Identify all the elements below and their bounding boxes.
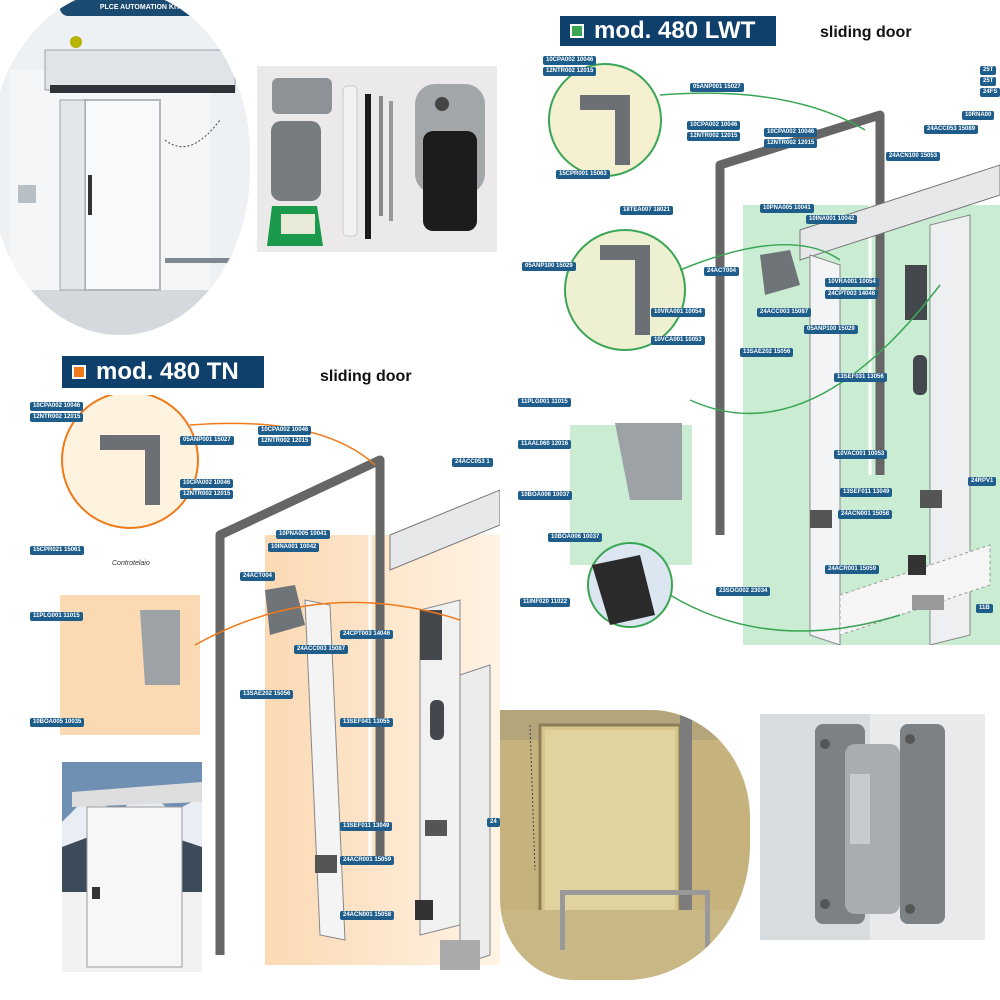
lwt-tag: 10VRA001 10054 — [825, 278, 879, 287]
tn-tag: 24ACC003 15087 — [294, 645, 349, 654]
tn-tag: 10BOA005 10035 — [30, 718, 85, 727]
lwt-tag: 13SEF011 13049 — [840, 488, 893, 497]
tn-tag: 13SEF011 13049 — [340, 822, 393, 831]
tn-subtitle: sliding door — [320, 368, 412, 385]
tn-tag: 13SEF041 13055 — [340, 718, 393, 727]
tn-tag: 10CPA002 10046 — [30, 402, 84, 411]
lwt-tag: 23SOG002 23034 — [716, 587, 771, 596]
lwt-tag: 24ACT004 — [704, 267, 740, 276]
tn-tag: 12NTR002 12015 — [30, 413, 84, 422]
tn-tag: 24ACR001 15059 — [340, 856, 395, 865]
interior-door-photo — [500, 710, 750, 980]
controtelaio-label: Controtelaio — [112, 560, 150, 567]
tn-diagram-svg — [60, 391, 501, 970]
lwt-tag: 05ANP100 15029 — [804, 325, 858, 334]
tn-tag: 11PLG001 11015 — [30, 612, 83, 621]
lwt-tag: 13SEF031 13056 — [834, 373, 887, 382]
sliding-door-photo-circle: PLCE AUTOMATION KIT — [0, 0, 250, 335]
tn-title-text: mod. 480 TN — [96, 358, 239, 385]
lwt-tag: 18TEA007 18021 — [620, 206, 674, 215]
lwt-subtitle: sliding door — [820, 24, 912, 41]
tn-tag: 15CPR021 15061 — [30, 546, 84, 555]
lwt-tag: 24ACN100 15053 — [886, 152, 941, 161]
lwt-tag: 10VRA001 10054 — [651, 308, 705, 317]
lwt-tag: 13SAE202 15056 — [740, 348, 794, 357]
lwt-tag: 12NTR002 12015 — [764, 139, 818, 148]
tn-tag: 24 — [487, 818, 500, 827]
tn-diagram — [20, 391, 501, 975]
lwt-tag: 24CPT003 14046 — [825, 290, 879, 299]
automation-kit-banner: PLCE AUTOMATION KIT — [60, 0, 220, 16]
tn-tag: 12NTR002 12015 — [180, 490, 234, 499]
lwt-tag: 15CPR001 15063 — [556, 170, 610, 179]
tn-tag: 24ACT004 — [240, 572, 276, 581]
lwt-tag: 10CPA002 10046 — [543, 56, 597, 65]
lwt-tag: 25T — [980, 66, 997, 75]
tn-color-square — [72, 365, 86, 379]
lwt-tag: 10PNA005 10041 — [760, 204, 814, 213]
lwt-tag: 10INA001 10042 — [806, 215, 858, 224]
hinge-photo — [760, 714, 985, 940]
tn-tag: 12NTR002 12015 — [258, 437, 312, 446]
lwt-tag: 24ACC053 15089 — [924, 125, 979, 134]
tn-tag: 05ANP001 15027 — [180, 436, 234, 445]
tn-tag: 10CPA002 10046 — [180, 479, 234, 488]
lwt-tag: 25T — [980, 77, 997, 86]
tn-tag: 10PNA005 10041 — [276, 530, 330, 539]
tn-tag: 24CPT003 14046 — [340, 630, 394, 639]
lwt-tag: 10BOA006 10037 — [548, 533, 603, 542]
tn-tag: 24ACN001 15058 — [340, 911, 395, 920]
lwt-title-text: mod. 480 LWT — [594, 17, 756, 44]
tn-tag: 10CPA002 10046 — [258, 426, 312, 435]
lwt-tag: 10CPA002 10046 — [764, 128, 818, 137]
tn-tag: 24ACC053 1 — [452, 458, 493, 467]
tn-model-title: mod. 480 TN — [62, 356, 264, 388]
lwt-color-square — [570, 24, 584, 38]
lwt-tag: 11AAL060 12016 — [518, 440, 572, 449]
lwt-tag: 10CPA002 10046 — [687, 121, 741, 130]
lwt-tag: 11B — [976, 604, 993, 613]
lwt-tag: 24ACN001 15058 — [838, 510, 893, 519]
tn-tag: 10INA001 10042 — [268, 543, 320, 552]
lwt-tag: 05ANP100 15029 — [522, 262, 576, 271]
tn-tag: 13SAE202 15056 — [240, 690, 294, 699]
lwt-tag: 24RPV1 — [968, 477, 997, 486]
lwt-tag: 24FS — [980, 88, 1000, 97]
lwt-tag: 10BOA006 10037 — [518, 491, 573, 500]
hardware-kit-photo — [257, 66, 497, 252]
mountain-door-photo — [62, 762, 202, 972]
lwt-model-title: mod. 480 LWT — [560, 16, 776, 46]
lwt-tag: 12NTR002 12015 — [687, 132, 741, 141]
lwt-tag: 10RNA00 — [962, 111, 995, 120]
lwt-tag: 24ACR001 15059 — [825, 565, 880, 574]
lwt-tag: 11INF020 11022 — [520, 598, 571, 607]
lwt-tag: 10VCA001 10053 — [651, 336, 705, 345]
lwt-tag: 05ANP001 15027 — [690, 83, 744, 92]
sliding-door-photo — [0, 0, 250, 335]
lwt-tag: 12NTR002 12015 — [543, 67, 597, 76]
lwt-tag: 11PLG001 11015 — [518, 398, 571, 407]
lwt-tag: 10VAC001 10053 — [834, 450, 888, 459]
lwt-tag: 24ACC003 15087 — [757, 308, 812, 317]
